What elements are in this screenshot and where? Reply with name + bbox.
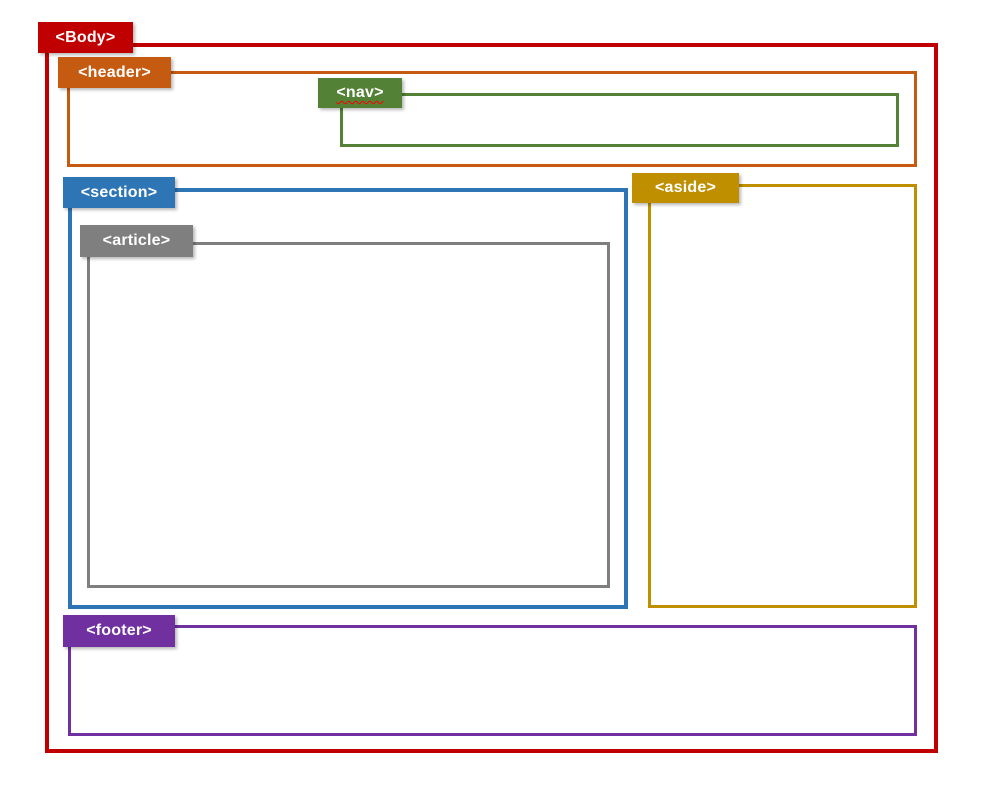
body-tag: <Body>	[38, 22, 133, 53]
article-box	[87, 242, 610, 588]
footer-tag-label: <footer>	[86, 622, 152, 639]
nav-tag: <nav>	[318, 78, 402, 108]
article-tag: <article>	[80, 225, 193, 257]
body-tag-label: <Body>	[55, 28, 116, 46]
aside-box	[648, 184, 917, 608]
article-tag-label: <article>	[102, 232, 171, 249]
aside-tag: <aside>	[632, 173, 739, 203]
footer-box	[68, 625, 917, 736]
section-box	[68, 188, 628, 609]
section-tag: <section>	[63, 177, 175, 208]
body-box	[45, 43, 938, 753]
footer-tag: <footer>	[63, 615, 175, 647]
nav-tag-label: <nav>	[336, 84, 384, 101]
header-box	[67, 71, 917, 167]
nav-box	[340, 93, 899, 147]
aside-tag-label: <aside>	[654, 179, 716, 196]
header-tag-label: <header>	[78, 63, 151, 81]
header-tag: <header>	[58, 57, 171, 88]
section-tag-label: <section>	[80, 183, 158, 201]
